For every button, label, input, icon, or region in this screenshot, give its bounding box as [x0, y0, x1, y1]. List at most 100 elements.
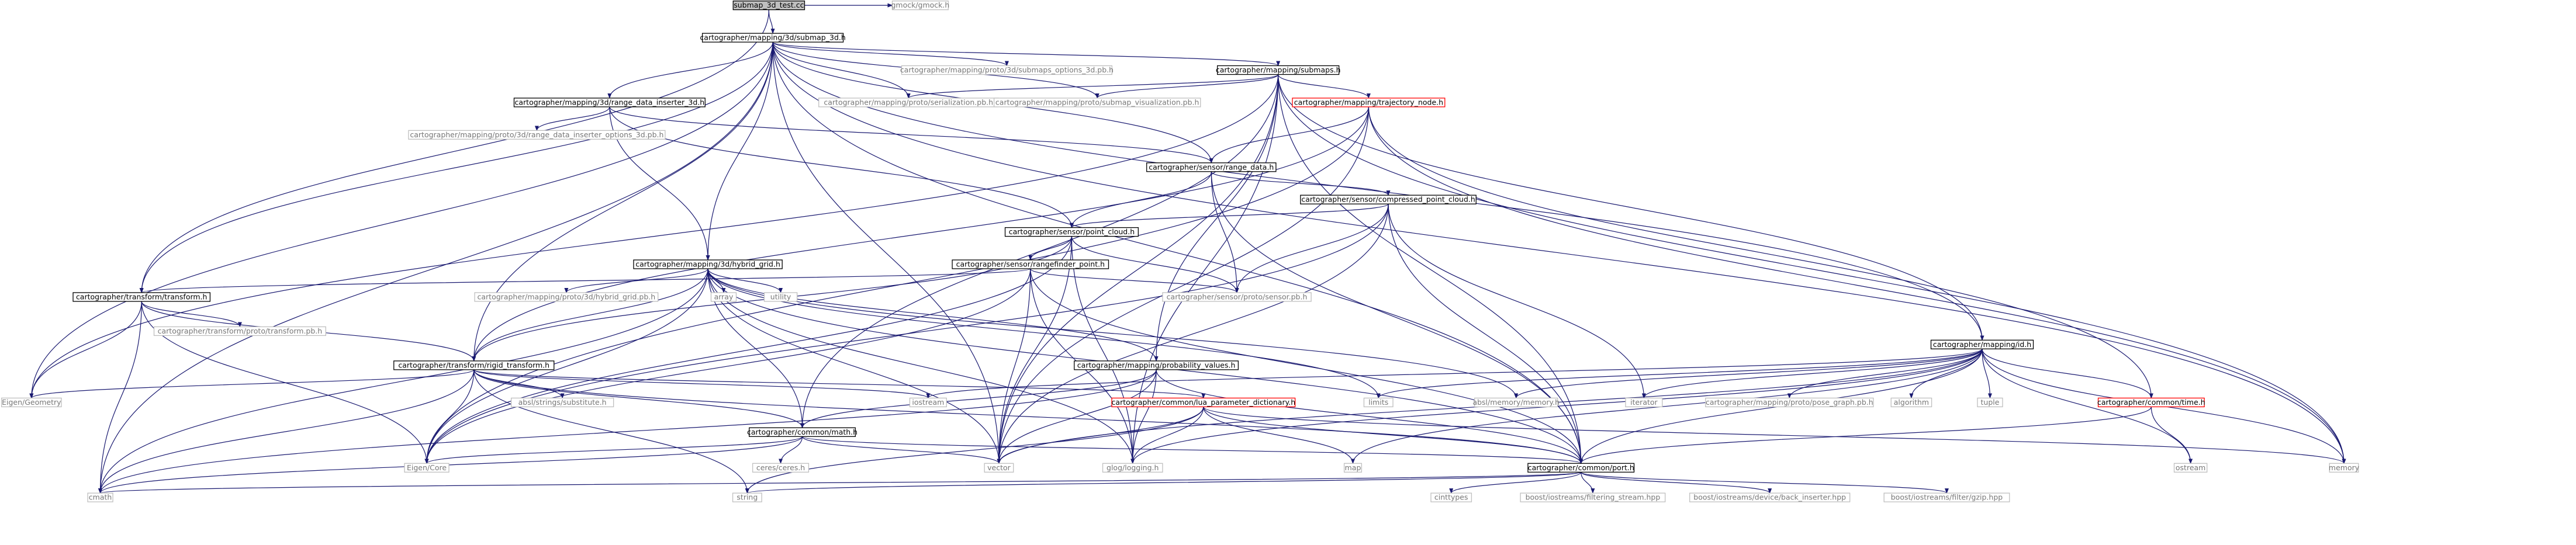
node-label: cartographer/mapping/3d/range_data_inser…	[515, 98, 705, 106]
node-box	[408, 130, 666, 140]
node-label: cartographer/transform/transform.h	[76, 292, 208, 301]
node-box	[752, 463, 810, 473]
edge-math-to-cmath	[98, 436, 803, 494]
node-label: cartographer/mapping/trajectory_node.h	[1294, 98, 1443, 106]
node-label: cartographer/common/math.h	[747, 428, 857, 436]
node-hybrid[interactable]: cartographer/mapping/3d/hybrid_grid.h	[633, 259, 783, 269]
node-root[interactable]: submap_3d_test.cc	[732, 1, 805, 11]
edge-traj-to-time	[1368, 106, 2153, 399]
node-label: cartographer/mapping/proto/submap_visual…	[995, 98, 1199, 106]
edge-submaps-to-glog	[1130, 74, 1279, 464]
node-box	[732, 492, 762, 502]
edge-cpc-to-pc	[1070, 203, 1389, 228]
node-box	[909, 397, 947, 408]
edge-pc-to-rfp	[1028, 236, 1073, 261]
node-box	[633, 259, 783, 269]
edge-math-to-eigen_core	[424, 436, 803, 464]
node-box	[72, 292, 211, 302]
node-box	[1890, 397, 1932, 408]
edge-hybrid-to-eigen_core	[424, 269, 708, 464]
edge-hybrid-to-vector	[707, 269, 1001, 464]
node-ceres: ceres/ceres.h	[752, 463, 810, 473]
edge-traj-to-memory	[1368, 106, 2346, 464]
node-box	[1977, 397, 2003, 408]
node-box	[1705, 397, 1874, 408]
node-boost_gzip: boost/iostreams/filter/gzip.hpp	[1883, 492, 2010, 502]
edge-traj-to-range_data	[1209, 106, 1370, 164]
edge-pc-to-eigen_core	[424, 236, 1073, 464]
edge-time-to-ostream	[2150, 407, 2193, 464]
node-math[interactable]: cartographer/common/math.h	[747, 427, 857, 437]
node-rdi_opts: cartographer/mapping/proto/3d/range_data…	[408, 130, 666, 140]
node-lua[interactable]: cartographer/common/lua_parameter_dictio…	[1111, 397, 1296, 408]
edge-hybrid-to-absl_mem	[707, 269, 1519, 399]
node-eigen_core: Eigen/Core	[404, 463, 449, 473]
node-box	[1, 397, 62, 408]
edge-rigid-to-eigen_geo	[29, 369, 475, 399]
edge-traj-to-rigid	[472, 106, 1370, 362]
edge-port-to-cmath	[99, 471, 1582, 494]
node-box	[393, 360, 555, 370]
edge-id-to-iostream	[926, 348, 1983, 399]
edge-submaps-to-viz_pb	[1095, 74, 1279, 99]
node-box	[2097, 397, 2205, 408]
node-label: ostream	[2176, 463, 2205, 472]
node-label: iterator	[1630, 398, 1658, 407]
node-transform[interactable]: cartographer/transform/transform.h	[72, 292, 211, 302]
node-box	[2173, 463, 2208, 473]
edge-hybrid-to-prob	[707, 269, 1159, 362]
node-box	[404, 463, 449, 473]
node-label: cartographer/transform/proto/transform.p…	[158, 327, 323, 335]
edge-submaps-to-eigen_geo	[29, 74, 1279, 399]
node-label: boost/iostreams/filtering_stream.hpp	[1526, 493, 1661, 502]
node-port[interactable]: cartographer/common/port.h	[1527, 463, 1635, 473]
edge-submaps-to-ser_pb	[906, 74, 1279, 99]
node-box	[1883, 492, 2010, 502]
edge-prob-to-glog	[1130, 369, 1157, 464]
edge-submaps-to-traj	[1278, 74, 1371, 99]
node-submap3d[interactable]: cartographer/mapping/3d/submap_3d.h	[700, 33, 846, 43]
node-box	[513, 98, 706, 107]
edge-id-to-tuple	[1982, 349, 1992, 399]
node-rigid[interactable]: cartographer/transform/rigid_transform.h	[393, 360, 555, 370]
node-label: map	[1345, 463, 1361, 472]
node-box	[1343, 463, 1363, 473]
node-label: cartographer/mapping/probability_values.…	[1077, 360, 1236, 369]
edge-submap3d-to-ser_pb	[772, 42, 911, 99]
node-memory: memory	[2329, 463, 2360, 473]
node-time[interactable]: cartographer/common/time.h	[2097, 397, 2205, 408]
edge-submap3d-to-transform	[139, 42, 773, 293]
edge-submap3d-to-submaps	[772, 41, 1280, 67]
edge-layer	[29, 3, 2346, 494]
node-range_data[interactable]: cartographer/sensor/range_data.h	[1146, 162, 1277, 172]
node-cpc[interactable]: cartographer/sensor/compressed_point_clo…	[1300, 195, 1477, 204]
node-prob[interactable]: cartographer/mapping/probability_values.…	[1074, 360, 1239, 370]
node-box	[749, 427, 856, 437]
node-submaps[interactable]: cartographer/mapping/submaps.h	[1216, 65, 1341, 75]
edge-submap3d-to-rdi3d	[607, 42, 773, 99]
edge-rdi3d-to-range_data	[609, 106, 1213, 164]
node-label: absl/memory/memory.h	[1472, 398, 1560, 407]
node-box	[732, 1, 805, 11]
edge-rigid-to-cmath	[98, 369, 475, 494]
node-label: absl/strings/substitute.h	[518, 398, 607, 407]
node-id[interactable]: cartographer/mapping/id.h	[1930, 339, 2034, 349]
node-algorithm: algorithm	[1890, 397, 1932, 408]
node-label: glog/logging.h	[1107, 463, 1159, 472]
node-label: memory	[2329, 463, 2360, 472]
node-absl_mem: absl/memory/memory.h	[1472, 397, 1560, 408]
node-pose_pb: cartographer/mapping/proto/pose_graph.pb…	[1705, 397, 1874, 408]
node-pc[interactable]: cartographer/sensor/point_cloud.h	[1004, 227, 1139, 237]
edge-hybrid-to-hybrid_pb	[564, 268, 708, 293]
edge-port-to-boost_back	[1581, 471, 1772, 494]
edge-cpc-to-vector	[997, 204, 1389, 464]
node-box	[710, 292, 737, 302]
node-box	[1004, 227, 1139, 237]
node-rfp[interactable]: cartographer/sensor/rangefinder_point.h	[952, 259, 1109, 269]
node-traj[interactable]: cartographer/mapping/trajectory_node.h	[1292, 98, 1446, 107]
node-cmath: cmath	[87, 492, 113, 502]
node-rdi3d[interactable]: cartographer/mapping/3d/range_data_inser…	[513, 98, 706, 107]
edge-pc-to-sensor_pb	[1071, 236, 1239, 293]
edge-id-to-pose_pb	[1787, 349, 1983, 399]
